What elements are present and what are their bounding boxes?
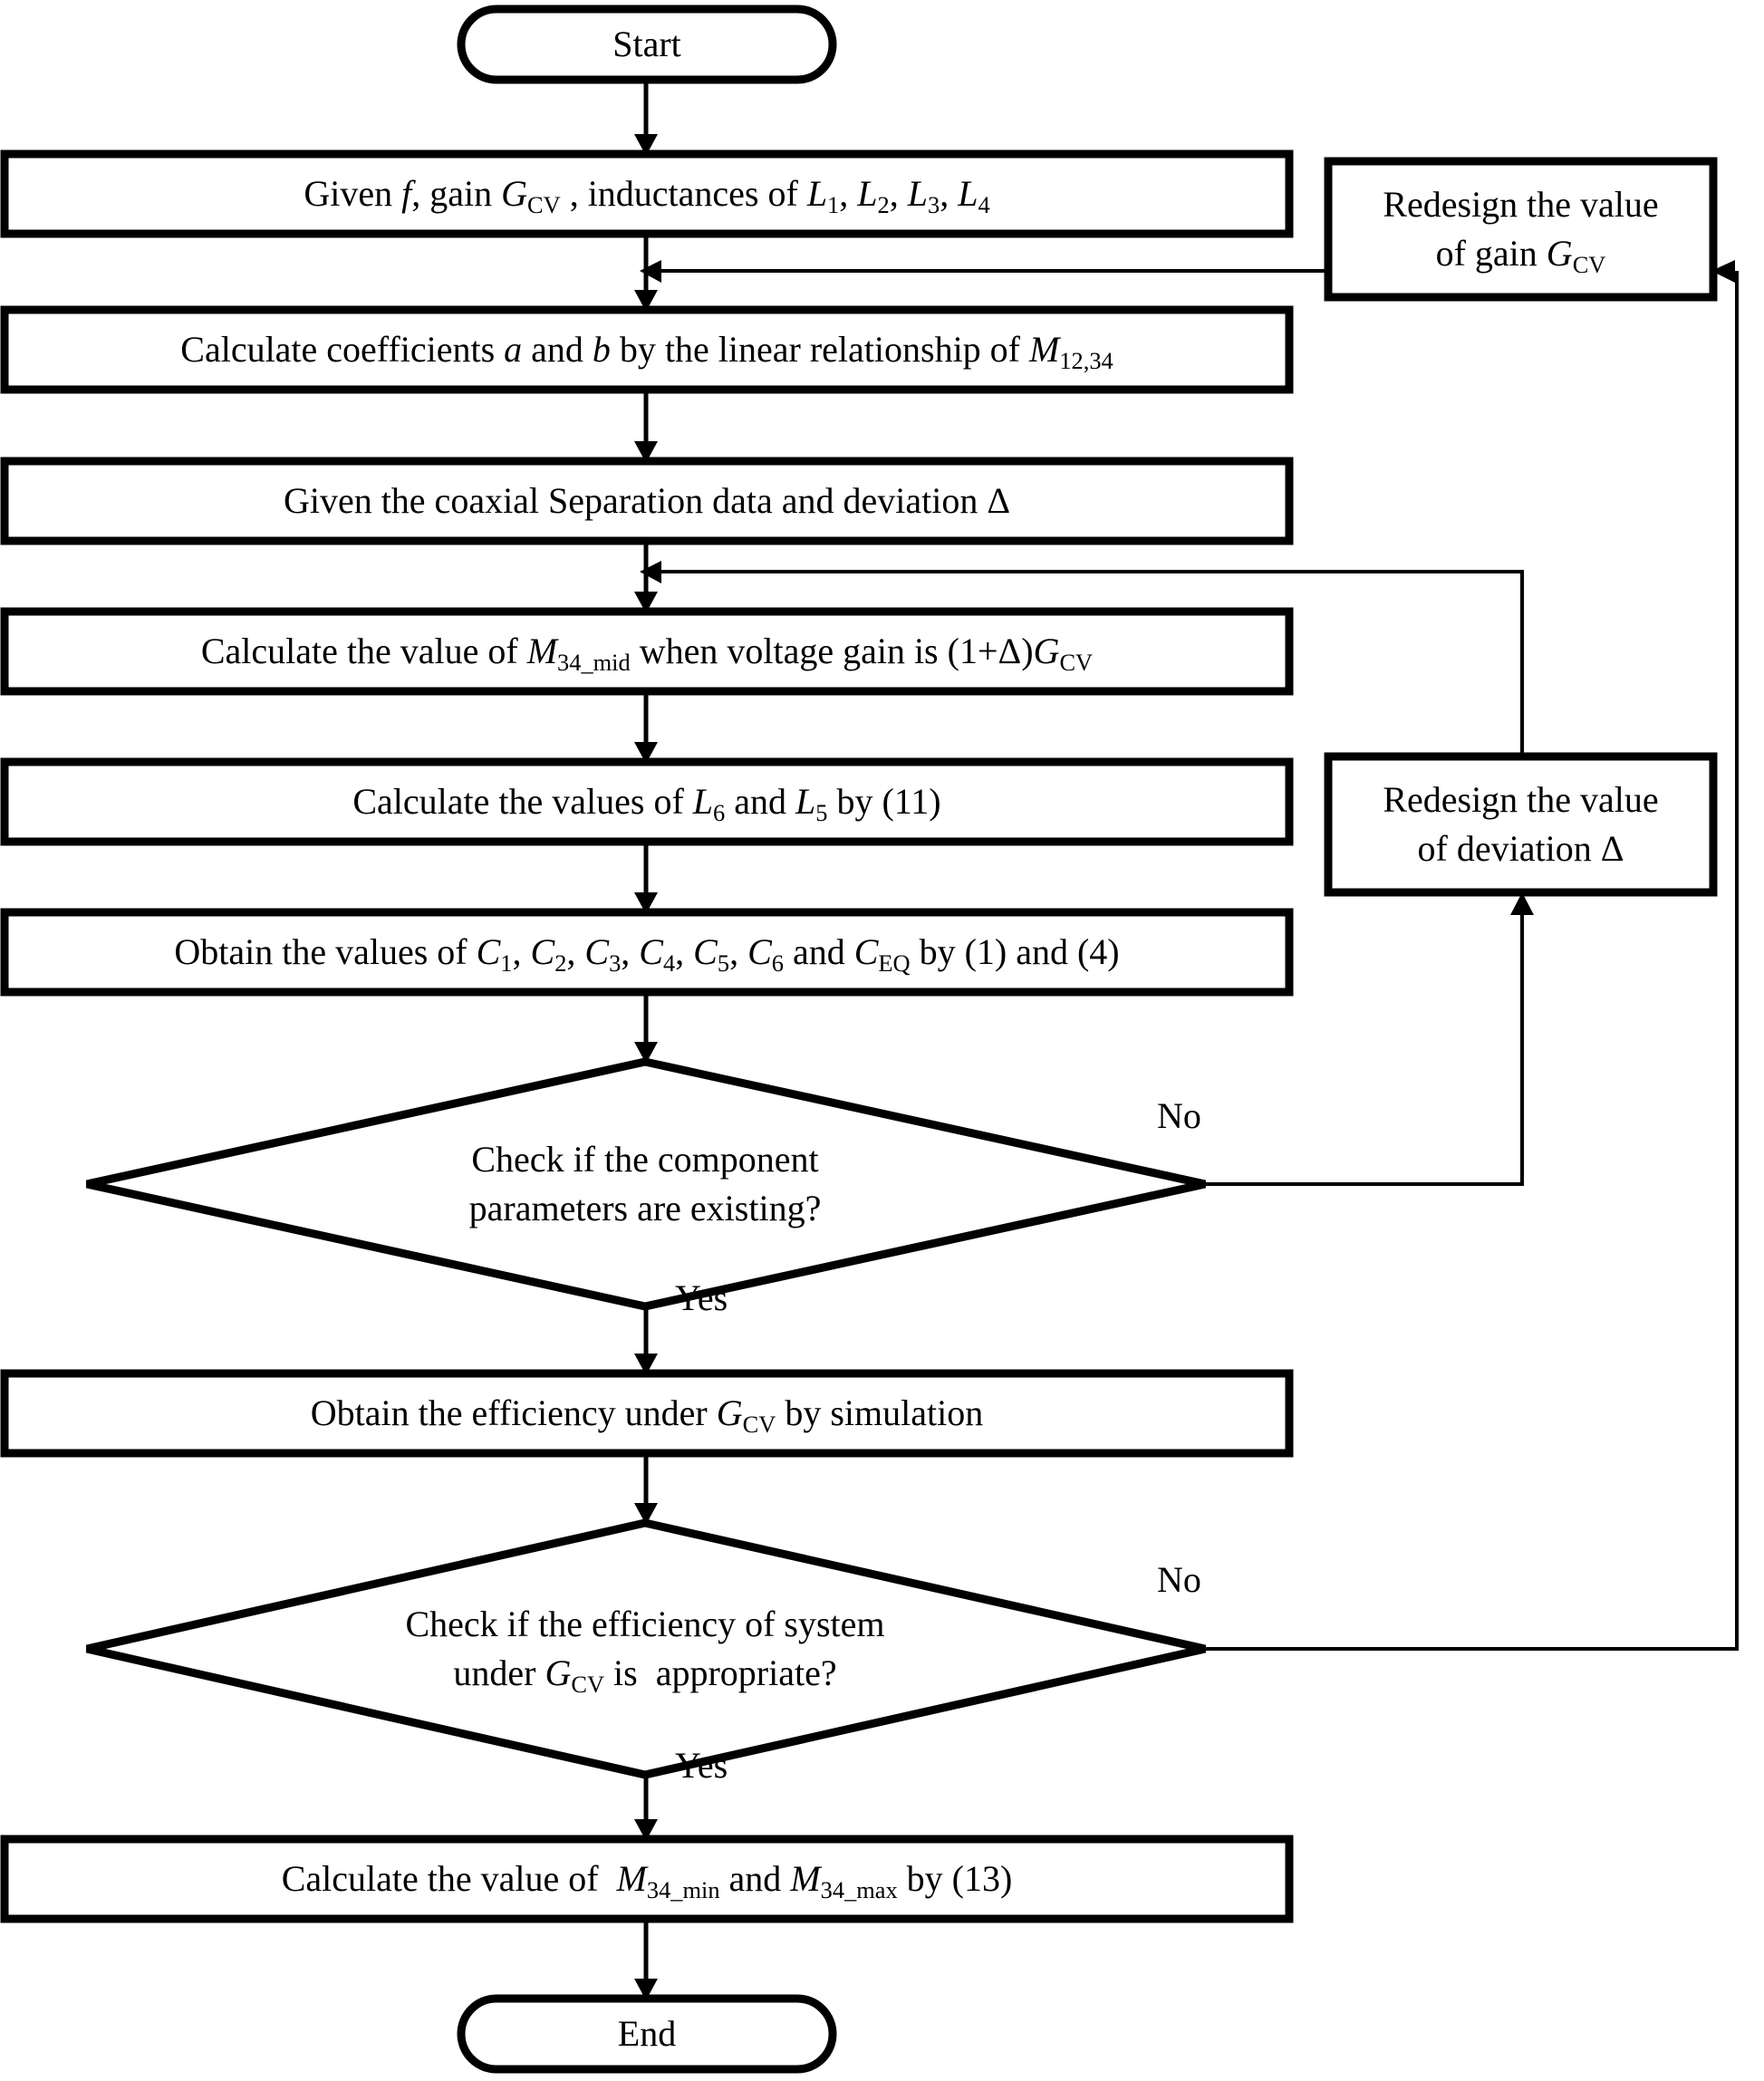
node-redesign-deviation-shape[interactable]	[1324, 752, 1718, 897]
arrowhead-given-params-to-calc-coefficients	[634, 290, 658, 312]
node-obtain-capacitors-shape[interactable]	[0, 908, 1294, 997]
arrowhead-check-efficiency-no	[1711, 260, 1735, 283]
arrowhead-calc-coefficients-to-given-separation	[634, 441, 658, 463]
edge-label-components-yes: Yes	[675, 1277, 728, 1318]
node-end-shape[interactable]	[457, 1994, 837, 2074]
node-given-separation-shape[interactable]	[0, 457, 1294, 545]
arrowhead-redesign-gain-to-stream	[640, 260, 661, 283]
arrowhead-start-to-given-params	[634, 134, 658, 156]
arrowhead-calc-m34mid-to-calc-l6-l5	[634, 742, 658, 764]
arrowhead-redesign-deviation-to-stream	[640, 561, 661, 583]
node-redesign-gain-shape[interactable]	[1324, 157, 1718, 302]
arrowhead-obtain-efficiency-to-check-efficiency	[634, 1503, 658, 1525]
node-obtain-efficiency-shape[interactable]	[0, 1369, 1294, 1458]
edge-label-efficiency-no: No	[1157, 1559, 1201, 1600]
arrowhead-calc-m34-minmax-to-end	[634, 1979, 658, 2000]
node-start-shape[interactable]	[457, 5, 837, 84]
arrowhead-check-efficiency-yes	[634, 1819, 658, 1841]
node-calc-l6-l5-shape[interactable]	[0, 757, 1294, 846]
edge-label-efficiency-yes: Yes	[675, 1745, 728, 1786]
arrowhead-check-components-yes	[634, 1354, 658, 1375]
node-calc-coefficients-shape[interactable]	[0, 305, 1294, 394]
node-given-params-shape[interactable]	[0, 149, 1294, 238]
arrowhead-obtain-capacitors-to-check-components	[634, 1042, 658, 1064]
node-calc-m34-minmax-shape[interactable]	[0, 1835, 1294, 1923]
node-check-efficiency-shape[interactable]	[86, 1518, 1206, 1779]
arrowhead-check-components-no	[1510, 892, 1534, 915]
arrowhead-given-separation-to-calc-m34mid	[634, 592, 658, 613]
node-check-components-shape[interactable]	[86, 1057, 1206, 1311]
edge-label-components-no: No	[1157, 1095, 1201, 1136]
arrowhead-calc-l6-l5-to-obtain-capacitors	[634, 892, 658, 914]
node-calc-m34mid-shape[interactable]	[0, 607, 1294, 696]
